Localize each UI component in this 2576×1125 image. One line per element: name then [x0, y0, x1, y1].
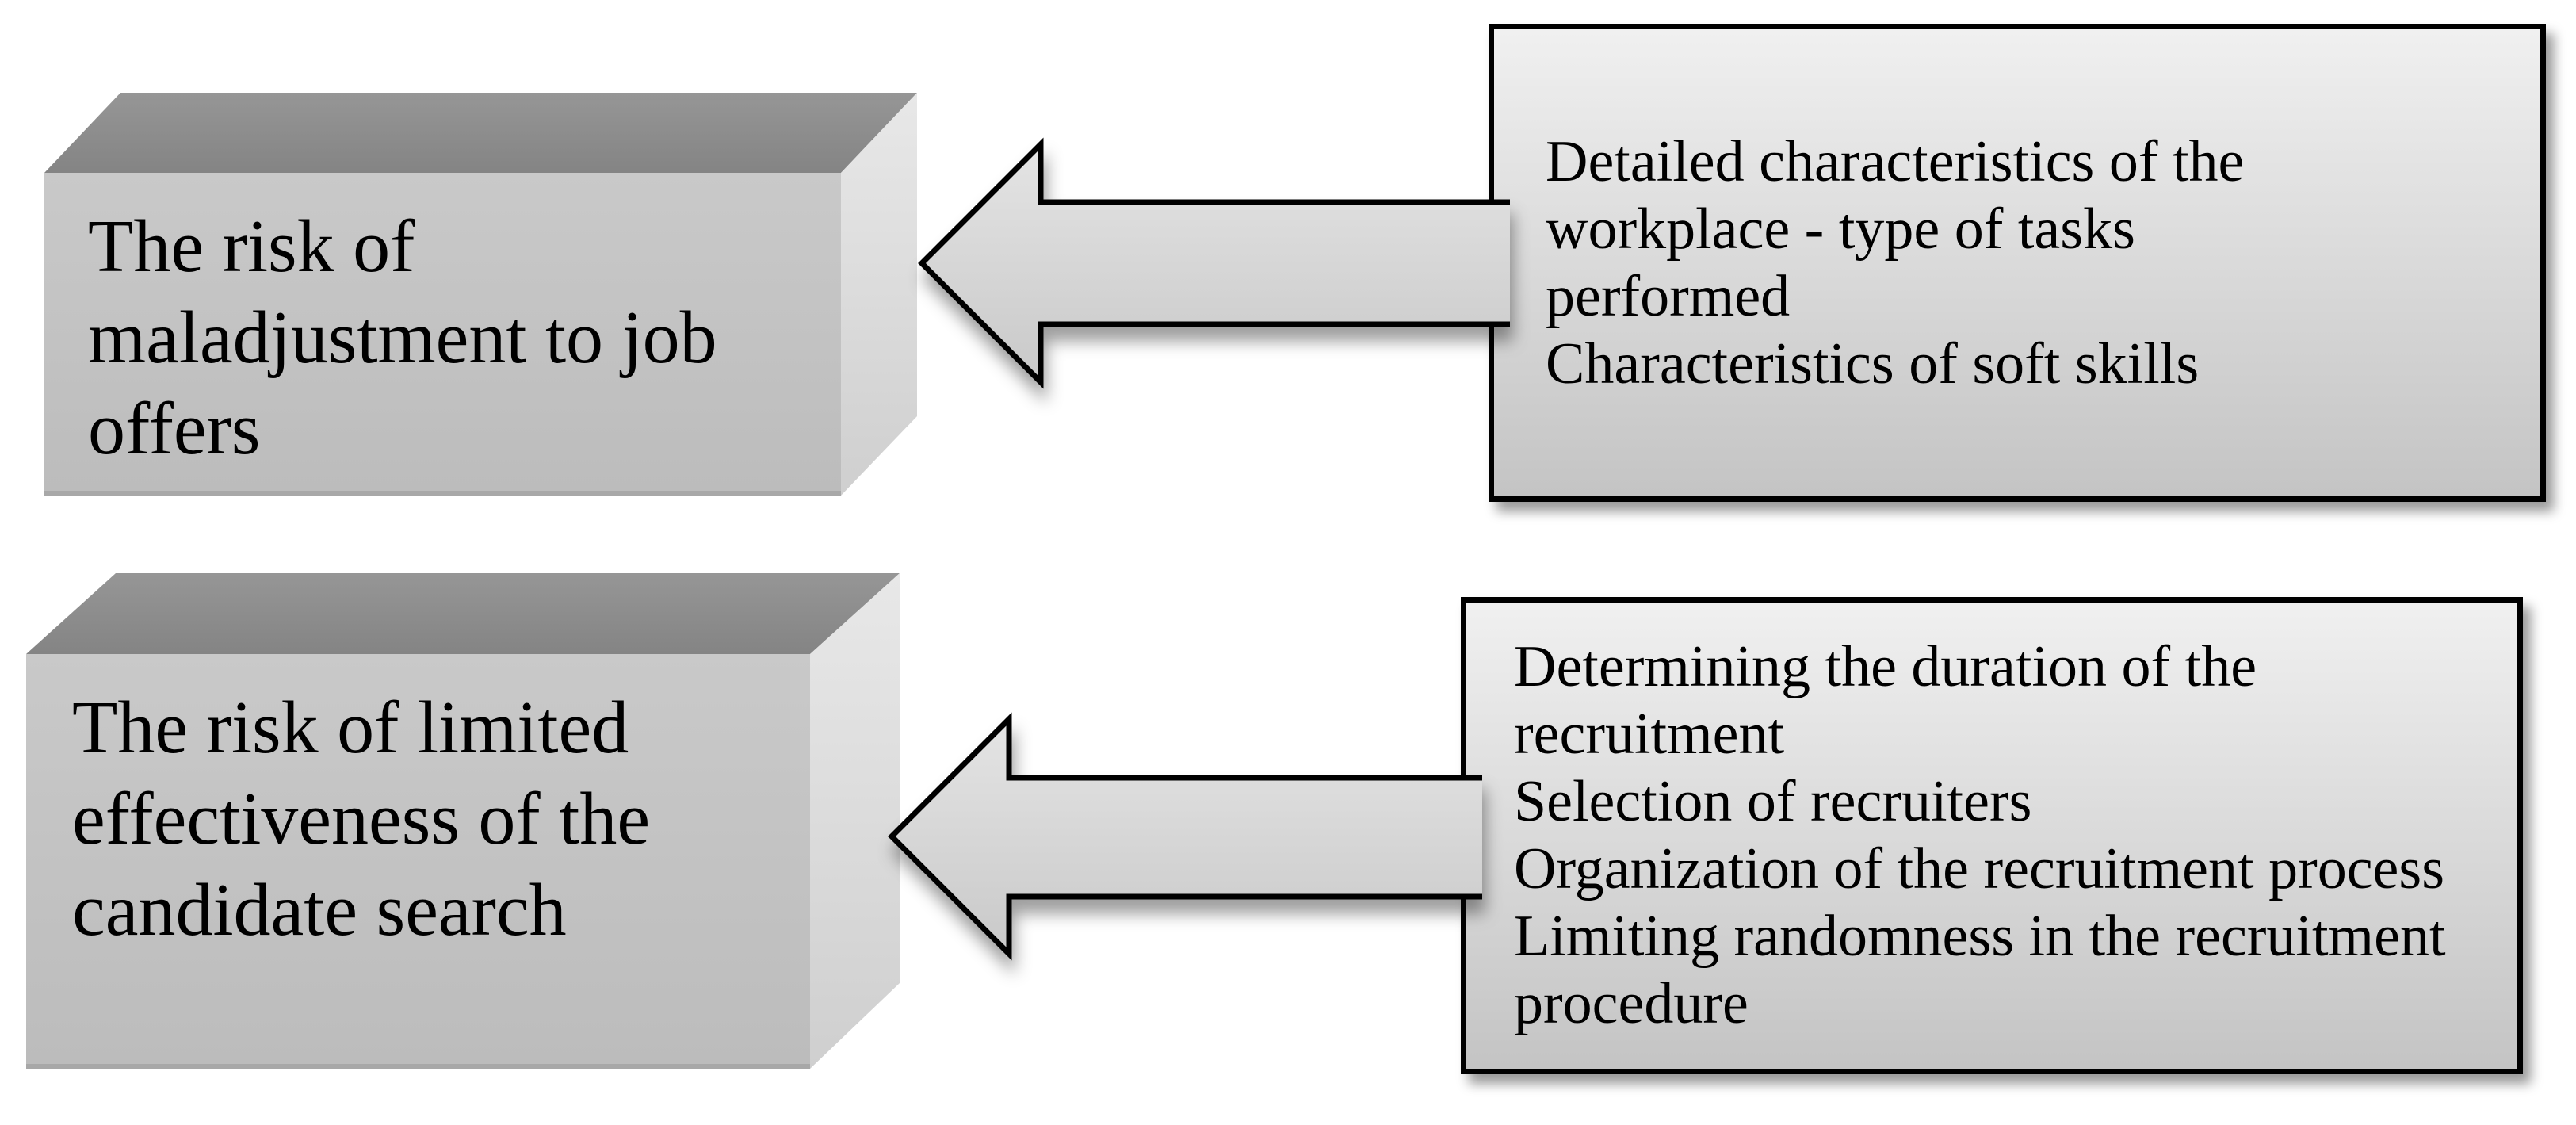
cube-1-top-face	[44, 93, 917, 173]
left-arrow-connector-1	[918, 137, 1510, 389]
cube-2-top-face	[26, 573, 900, 654]
cube-1-side-face	[841, 93, 917, 496]
left-arrow-connector-2	[888, 712, 1482, 961]
cube-2-side-face	[810, 573, 900, 1069]
